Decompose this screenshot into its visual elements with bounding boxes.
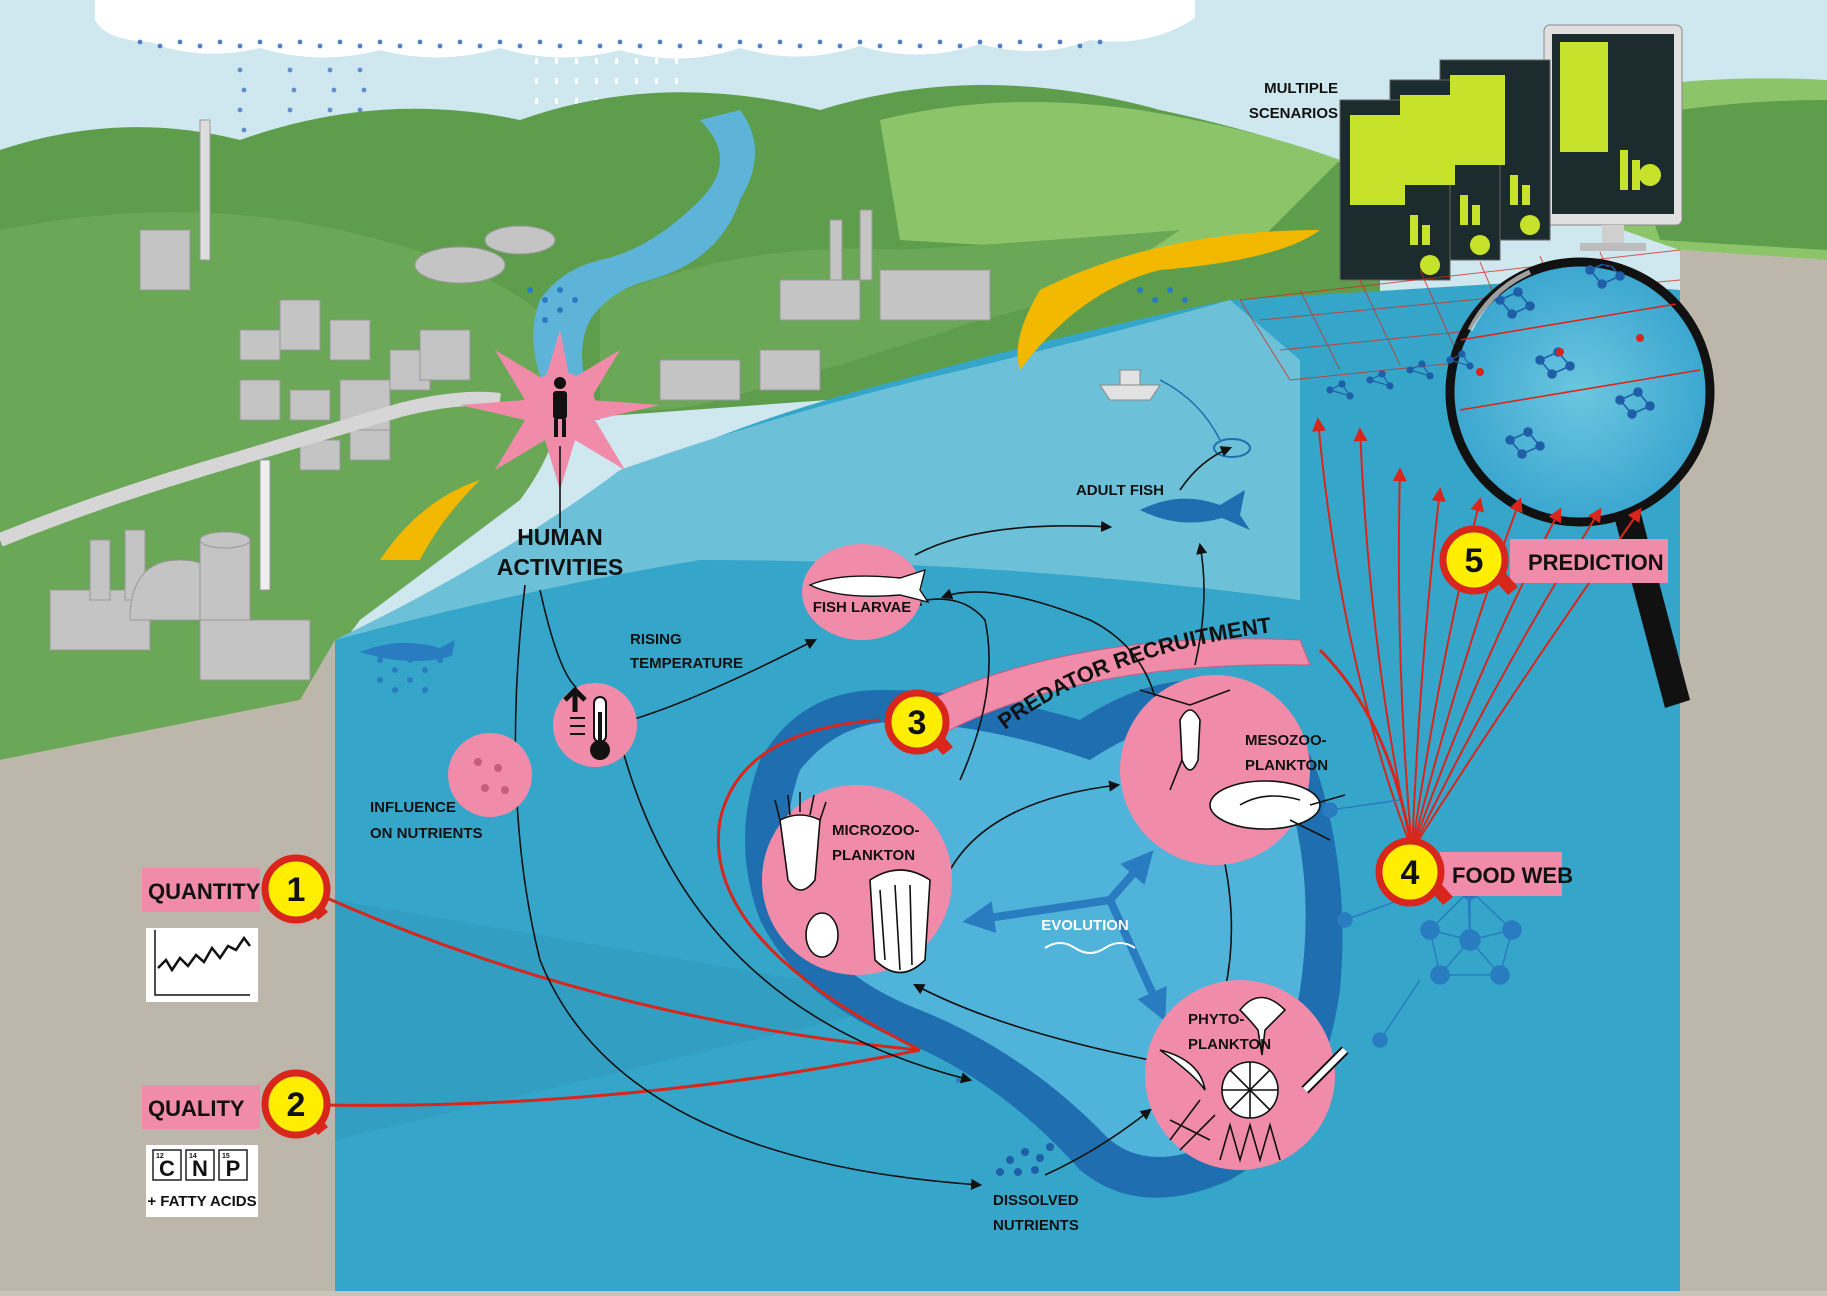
copepod-icon bbox=[1139, 689, 1346, 841]
food-web-label: FOOD WEB bbox=[1452, 863, 1573, 888]
microzooplankton-label-2: PLANKTON bbox=[832, 847, 915, 864]
human-activities-label-2: ACTIVITIES bbox=[497, 554, 624, 580]
rising-temperature-label-1: RISING bbox=[630, 631, 682, 648]
mesozooplankton-label-1: MESOZOO- bbox=[1245, 732, 1327, 749]
prediction-label-bg bbox=[1510, 539, 1668, 583]
marker-quality: QUALITY 2 12 14 15 C N P + FATTY ACIDS bbox=[142, 1069, 331, 1217]
quality-quantity-lines bbox=[319, 648, 1414, 1107]
fish-shoal-icon bbox=[360, 640, 455, 662]
flow-arrows bbox=[514, 446, 1233, 1190]
phytoplankton-label-2: PLANKTON bbox=[1188, 1036, 1271, 1053]
quality-label: QUALITY bbox=[148, 1096, 245, 1121]
scenario-screens bbox=[1339, 24, 1683, 281]
magnifier-lens bbox=[1445, 257, 1715, 527]
marker-quantity: QUANTITY 1 bbox=[142, 854, 331, 1002]
shadow-wedge bbox=[335, 900, 920, 1140]
rising-temperature-label-2: TEMPERATURE bbox=[630, 655, 743, 672]
adult-fish-icon bbox=[1140, 490, 1250, 530]
mesozooplankton-label-2: PLANKTON bbox=[1245, 757, 1328, 774]
element-number-n: 14 bbox=[189, 1153, 197, 1160]
predator-recruitment-band bbox=[930, 638, 1310, 735]
element-c: C bbox=[159, 1156, 175, 1181]
marker-food-web: FOOD WEB 4 bbox=[1375, 837, 1573, 907]
marker-4-number: 4 bbox=[1401, 854, 1420, 892]
adult-fish-label: ADULT FISH bbox=[1076, 482, 1164, 499]
road bbox=[0, 391, 501, 547]
quantity-label: QUANTITY bbox=[148, 879, 261, 904]
fishing-boat bbox=[1099, 369, 1161, 401]
ground-right bbox=[1680, 250, 1827, 1291]
dissolved-nutrients-label-2: NUTRIENTS bbox=[993, 1217, 1079, 1234]
thermometer-icon bbox=[563, 686, 610, 760]
influence-nutrients-label-2: ON NUTRIENTS bbox=[370, 825, 483, 842]
marker-3-circle bbox=[884, 689, 950, 755]
element-number-c: 12 bbox=[156, 1153, 164, 1160]
element-number-p: 15 bbox=[222, 1153, 230, 1160]
phytoplankton-icon bbox=[1159, 996, 1349, 1163]
fishing-net bbox=[1213, 438, 1251, 458]
person-icon bbox=[554, 377, 566, 389]
marker-prediction: PREDICTION 5 bbox=[1439, 525, 1668, 595]
fish-larvae-label: FISH LARVAE bbox=[813, 599, 912, 616]
marker-2-circle bbox=[261, 1069, 331, 1139]
human-activities-label-1: HUMAN bbox=[517, 524, 603, 550]
magnifier bbox=[1445, 257, 1715, 708]
beach-right bbox=[1017, 230, 1320, 370]
element-p: P bbox=[226, 1156, 241, 1181]
beach-left bbox=[380, 480, 480, 560]
prediction-label: PREDICTION bbox=[1528, 550, 1664, 575]
marker-3-number: 3 bbox=[908, 704, 927, 742]
evolution-label: EVOLUTION bbox=[1041, 917, 1129, 934]
marker-2-number: 2 bbox=[287, 1086, 306, 1124]
marker-1-number: 1 bbox=[287, 871, 306, 909]
food-web-label-bg bbox=[1440, 852, 1562, 896]
town-and-industry bbox=[49, 119, 991, 681]
dna-icon bbox=[1044, 942, 1136, 954]
multiple-scenarios-label-1: MULTIPLE bbox=[1264, 80, 1338, 97]
marker-5-circle bbox=[1439, 525, 1509, 595]
multiple-scenarios-label-2: SCENARIOS bbox=[1249, 105, 1338, 122]
field-light bbox=[880, 102, 1340, 260]
marker-1-circle bbox=[261, 854, 331, 924]
quantity-chart-box bbox=[146, 928, 258, 1002]
human-activities-node bbox=[460, 330, 660, 528]
evolution-arrows bbox=[962, 850, 1167, 1022]
microzooplankton-label-1: MICROZOO- bbox=[832, 822, 920, 839]
dissolved-nutrients-label-1: DISSOLVED bbox=[993, 1192, 1079, 1209]
dissolved-nutrients-dots bbox=[996, 1143, 1054, 1176]
marker-3: 3 bbox=[884, 689, 953, 755]
quality-box bbox=[146, 1145, 258, 1217]
fishing-line bbox=[1159, 379, 1221, 441]
fatty-acids-label: + FATTY ACIDS bbox=[147, 1193, 256, 1210]
ciliate-icon bbox=[774, 792, 931, 974]
wall-networks bbox=[1326, 350, 1474, 400]
phytoplankton-label-1: PHYTO- bbox=[1188, 1011, 1244, 1028]
marker-4-circle bbox=[1375, 837, 1445, 907]
element-n: N bbox=[192, 1156, 208, 1181]
river bbox=[533, 110, 755, 420]
influence-nutrients-label-1: INFLUENCE bbox=[370, 799, 456, 816]
marker-5-number: 5 bbox=[1465, 542, 1484, 580]
quantity-label-bg bbox=[142, 868, 260, 912]
sea-surface bbox=[335, 300, 1300, 640]
quality-label-bg bbox=[142, 1085, 260, 1129]
nutrient-influence-node bbox=[448, 733, 532, 817]
time-series-icon bbox=[157, 935, 251, 973]
fish-larva-icon bbox=[808, 568, 930, 604]
